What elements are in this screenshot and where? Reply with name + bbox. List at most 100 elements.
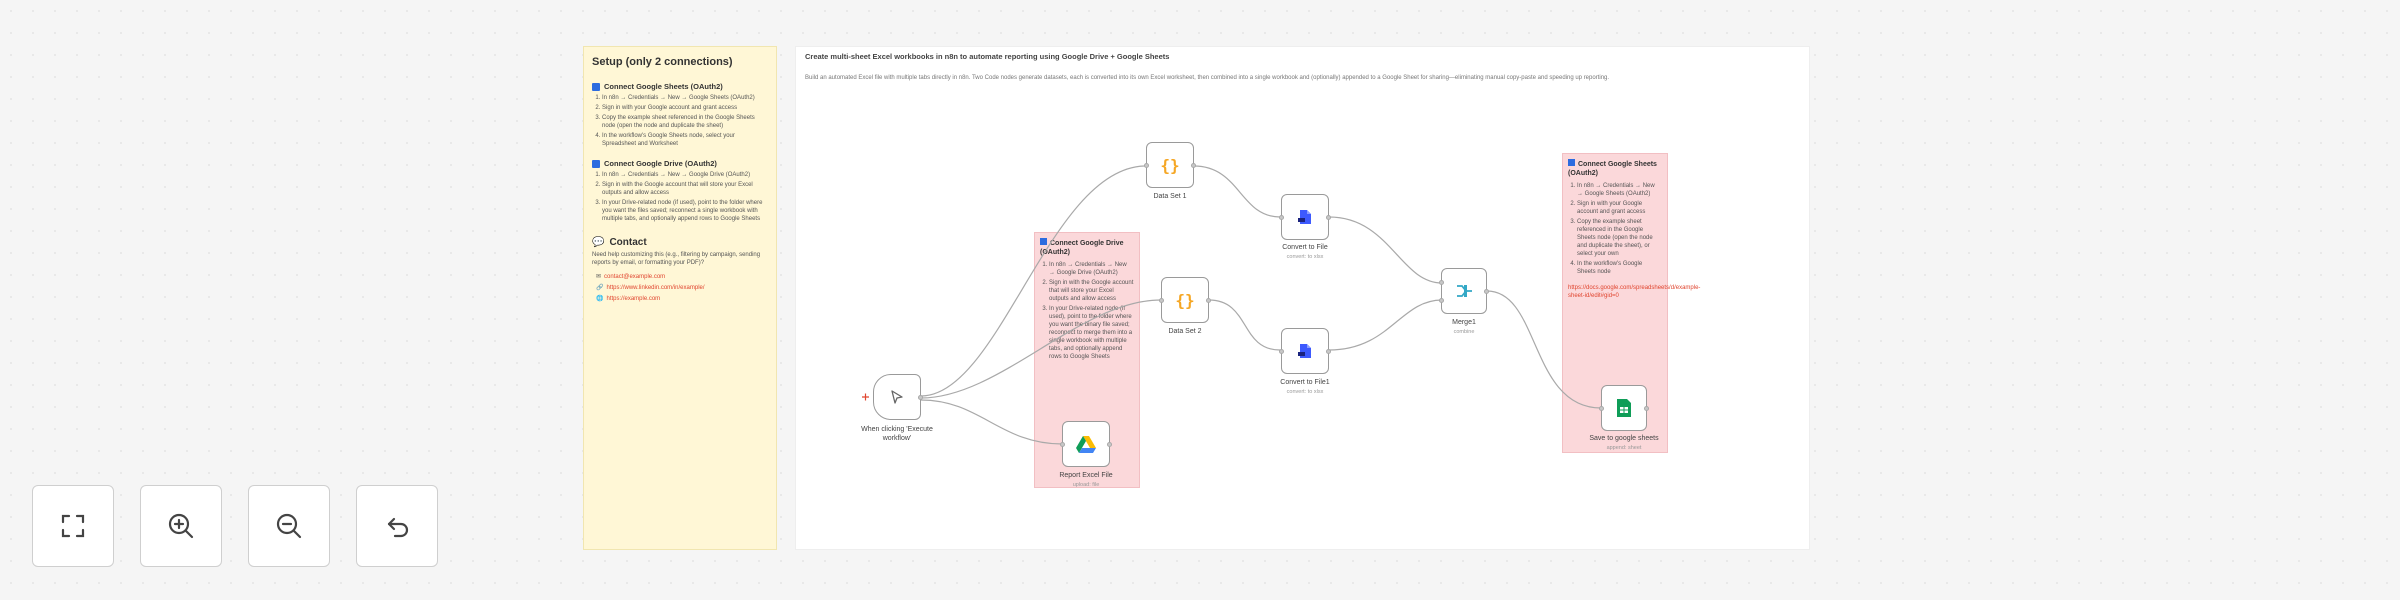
setup-title: Setup (only 2 connections) [592, 56, 733, 68]
convert-to-file1-node[interactable] [1279, 328, 1331, 374]
google-sheets-icon [1617, 399, 1631, 417]
zoom-out-icon [276, 513, 302, 539]
connection-merge-save [1486, 290, 1602, 409]
drive-steps: In n8n → Credentials → New → Google Driv… [592, 171, 768, 223]
node-subtitle: append: sheet [1606, 445, 1642, 451]
connection-dataset2-convert2 [1208, 299, 1281, 351]
sheet-link[interactable]: https://docs.google.com/spreadsheets/d/e… [1568, 285, 1701, 299]
drive-note-title: Connect Google Drive (OAuth2) [1040, 238, 1124, 256]
cursor-icon [891, 390, 903, 404]
sheets-note-steps: In n8n → Credentials → New → Google Shee… [1568, 182, 1662, 276]
output-port[interactable] [1107, 442, 1112, 447]
fit-view-button[interactable] [32, 485, 114, 567]
node-label: Convert to File1 [1280, 379, 1330, 386]
output-port[interactable] [918, 395, 923, 400]
connection-convert1-merge [1328, 216, 1443, 284]
node-subtitle: combine [1453, 329, 1475, 335]
node-subtitle: convert: to xlsx [1286, 389, 1324, 395]
node-subtitle: upload: file [1072, 482, 1100, 488]
google-drive-icon [592, 160, 600, 168]
input-port[interactable] [1144, 163, 1149, 168]
contact-email[interactable]: ✉contact@example.com [596, 274, 666, 280]
list-item: Copy the example sheet referenced in the… [602, 114, 768, 130]
connection-trigger-dataset2 [920, 299, 1162, 399]
output-port[interactable] [1206, 298, 1211, 303]
email-icon: ✉ [596, 274, 602, 280]
link-icon: 🔗 [596, 285, 604, 291]
workflow-title: Create multi-sheet Excel workbooks in n8… [805, 52, 1170, 61]
zoom-in-icon [168, 513, 194, 539]
output-port[interactable] [1191, 163, 1196, 168]
undo-icon [387, 517, 409, 538]
globe-icon: 🌐 [596, 296, 604, 302]
sheets-section-title: Connect Google Sheets (OAuth2) [592, 83, 768, 91]
node-subtitle: convert: to xlsx [1286, 254, 1324, 260]
file-convert-icon [1298, 344, 1311, 358]
input-port[interactable] [1060, 442, 1065, 447]
merge-node[interactable] [1439, 268, 1489, 314]
manual-trigger-node[interactable] [873, 374, 923, 420]
input-port-1[interactable] [1439, 280, 1444, 285]
input-port-2[interactable] [1439, 298, 1444, 303]
merge-icon [1457, 285, 1472, 297]
list-item: In n8n → Credentials → New → Google Driv… [602, 171, 768, 179]
dataset2-code-node[interactable]: {} [1159, 277, 1211, 323]
input-port[interactable] [1279, 215, 1284, 220]
list-item: Sign in with your Google account and gra… [1577, 200, 1662, 216]
node-label: Data Set 2 [1168, 328, 1202, 335]
list-item: In n8n → Credentials → New → Google Shee… [602, 94, 768, 102]
output-port[interactable] [1326, 349, 1331, 354]
google-sheets-icon [592, 83, 600, 91]
list-item: Sign in with the Google account that wil… [602, 181, 768, 197]
contact-title: 💬 Contact [592, 237, 647, 248]
connection-trigger-report [920, 399, 1063, 445]
chat-icon: 💬 [592, 237, 605, 248]
save-to-google-sheets-node[interactable] [1599, 385, 1649, 431]
sheets-note-title: Connect Google Sheets (OAuth2) [1568, 159, 1657, 177]
output-port[interactable] [1326, 215, 1331, 220]
input-port[interactable] [1279, 349, 1284, 354]
workflow-description: Build an automated Excel file with multi… [805, 75, 1610, 81]
list-item: Sign in with the Google account that wil… [1049, 279, 1134, 303]
node-label: Merge1 [1452, 319, 1476, 326]
reset-zoom-button[interactable] [356, 485, 438, 567]
output-port[interactable] [1644, 406, 1649, 411]
list-item: Copy the example sheet referenced in the… [1577, 218, 1662, 258]
contact-website[interactable]: 🌐https://example.com [596, 296, 661, 302]
node-label: Convert to File [1282, 244, 1328, 251]
connection-trigger-dataset1 [920, 165, 1147, 397]
node-label: Report Excel File [1059, 472, 1113, 479]
list-item: In your Drive-related node (if used), po… [1049, 305, 1134, 361]
code-braces-icon: {} [1160, 155, 1180, 175]
node-label: Save to google sheets [1589, 435, 1659, 442]
zoom-in-button[interactable] [140, 485, 222, 567]
code-braces-icon: {} [1175, 290, 1195, 310]
google-drive-icon [1076, 436, 1096, 453]
setup-sticky-note[interactable]: Setup (only 2 connections) Connect Googl… [583, 46, 777, 550]
node-label: Data Set 1 [1153, 193, 1187, 200]
convert-to-file-node[interactable] [1279, 194, 1331, 240]
fullscreen-icon [61, 514, 85, 538]
list-item: In the workflow's Google Sheets node [1577, 260, 1662, 276]
list-item: In n8n → Credentials → New → Google Driv… [1049, 261, 1134, 277]
sheets-steps: In n8n → Credentials → New → Google Shee… [592, 94, 768, 148]
output-port[interactable] [1484, 289, 1489, 294]
input-port[interactable] [1599, 406, 1604, 411]
google-sheets-icon [1568, 159, 1575, 166]
drive-note-steps: In n8n → Credentials → New → Google Driv… [1040, 261, 1134, 361]
dataset1-code-node[interactable]: {} [1144, 142, 1196, 188]
file-convert-icon [1298, 210, 1311, 224]
list-item: Sign in with your Google account and gra… [602, 104, 768, 112]
report-excel-file-node[interactable] [1060, 421, 1112, 467]
input-port[interactable] [1159, 298, 1164, 303]
zoom-out-button[interactable] [248, 485, 330, 567]
plus-icon [862, 393, 869, 401]
list-item: In the workflow's Google Sheets node, se… [602, 132, 768, 148]
list-item: In n8n → Credentials → New → Google Shee… [1577, 182, 1662, 198]
contact-linkedin[interactable]: 🔗https://www.linkedin.com/in/example/ [596, 285, 705, 291]
contact-list: ✉contact@example.com 🔗https://www.linked… [592, 273, 768, 303]
connection-convert2-merge [1328, 299, 1443, 351]
drive-section-title: Connect Google Drive (OAuth2) [592, 160, 768, 168]
google-drive-icon [1040, 238, 1047, 245]
